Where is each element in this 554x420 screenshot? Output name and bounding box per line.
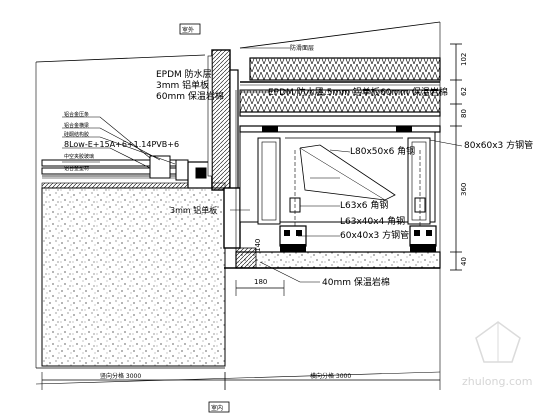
label-roof-tile: 防滑面层 (290, 44, 314, 52)
right-leaders (230, 47, 463, 283)
label-1-5mm: 1.5mm 铝单板 (318, 86, 380, 98)
label-steel-80x50: L80x50x6 角钢 (350, 145, 415, 157)
watermark-text: zhulong.com (462, 375, 532, 388)
tag-top: 室外 (182, 26, 194, 34)
dim-140: 140 (254, 239, 262, 252)
label-left-1: 铝合金压条 (64, 111, 89, 118)
label-60mm-2: 60mm 保温岩棉 (380, 86, 448, 98)
roof-insulation (239, 57, 441, 117)
label-left-5: 铝合金型材 (64, 165, 89, 172)
dim-right-3: 360 (460, 183, 468, 196)
label-angle-63x4: L63x40x4 角钢 (340, 215, 405, 227)
label-epdm-2: EPDM 防水层 (268, 86, 324, 98)
tag-bottom-box (208, 401, 230, 413)
glass-panel (41, 155, 213, 189)
left-leaders (62, 116, 176, 169)
parapet-wall (207, 49, 241, 249)
dim-180: 180 (254, 278, 267, 286)
label-glass: 8Low-E+15A+6+1.14PVB+6 (64, 140, 179, 149)
label-left-4: 中空夹胶玻璃 (64, 153, 94, 160)
steel-frame (239, 125, 441, 235)
label-epdm-1: EPDM 防水层 (156, 68, 212, 80)
label-3mm-2: 3mm 铝单板 (170, 205, 217, 215)
label-3mm-1: 3mm 铝单板 (156, 79, 209, 91)
label-left-2: 铝合金横梁 (64, 122, 89, 129)
dim-right-2: 80 (460, 109, 468, 118)
tag-top-box (179, 23, 201, 35)
watermark: zhulong.com (462, 321, 532, 388)
bottom-slab (224, 247, 441, 269)
base-anchors (279, 225, 437, 252)
dim-right-0: 102 (460, 53, 468, 66)
bottom-dimensions (41, 280, 441, 390)
label-left-3: 硅酮结构胶 (64, 131, 89, 138)
right-dimension-chain (450, 43, 462, 271)
dim-right-1: 62 (460, 87, 468, 96)
label-tube-60x40: 60x40x3 方钢管 (340, 229, 409, 241)
tag-bottom: 室内 (211, 404, 223, 412)
label-60mm-1: 60mm 保温岩棉 (156, 90, 224, 102)
label-span-left: 竖向分格 3000 (100, 372, 141, 380)
label-angle-63x6: L63x6 角钢 (340, 199, 388, 211)
dim-right-4: 40 (460, 257, 468, 266)
label-tube-80x60: 80x60x3 方钢管 (464, 139, 533, 151)
label-40mm: 40mm 保温岩棉 (322, 276, 390, 288)
label-span-right: 横向分格 3000 (310, 372, 351, 380)
